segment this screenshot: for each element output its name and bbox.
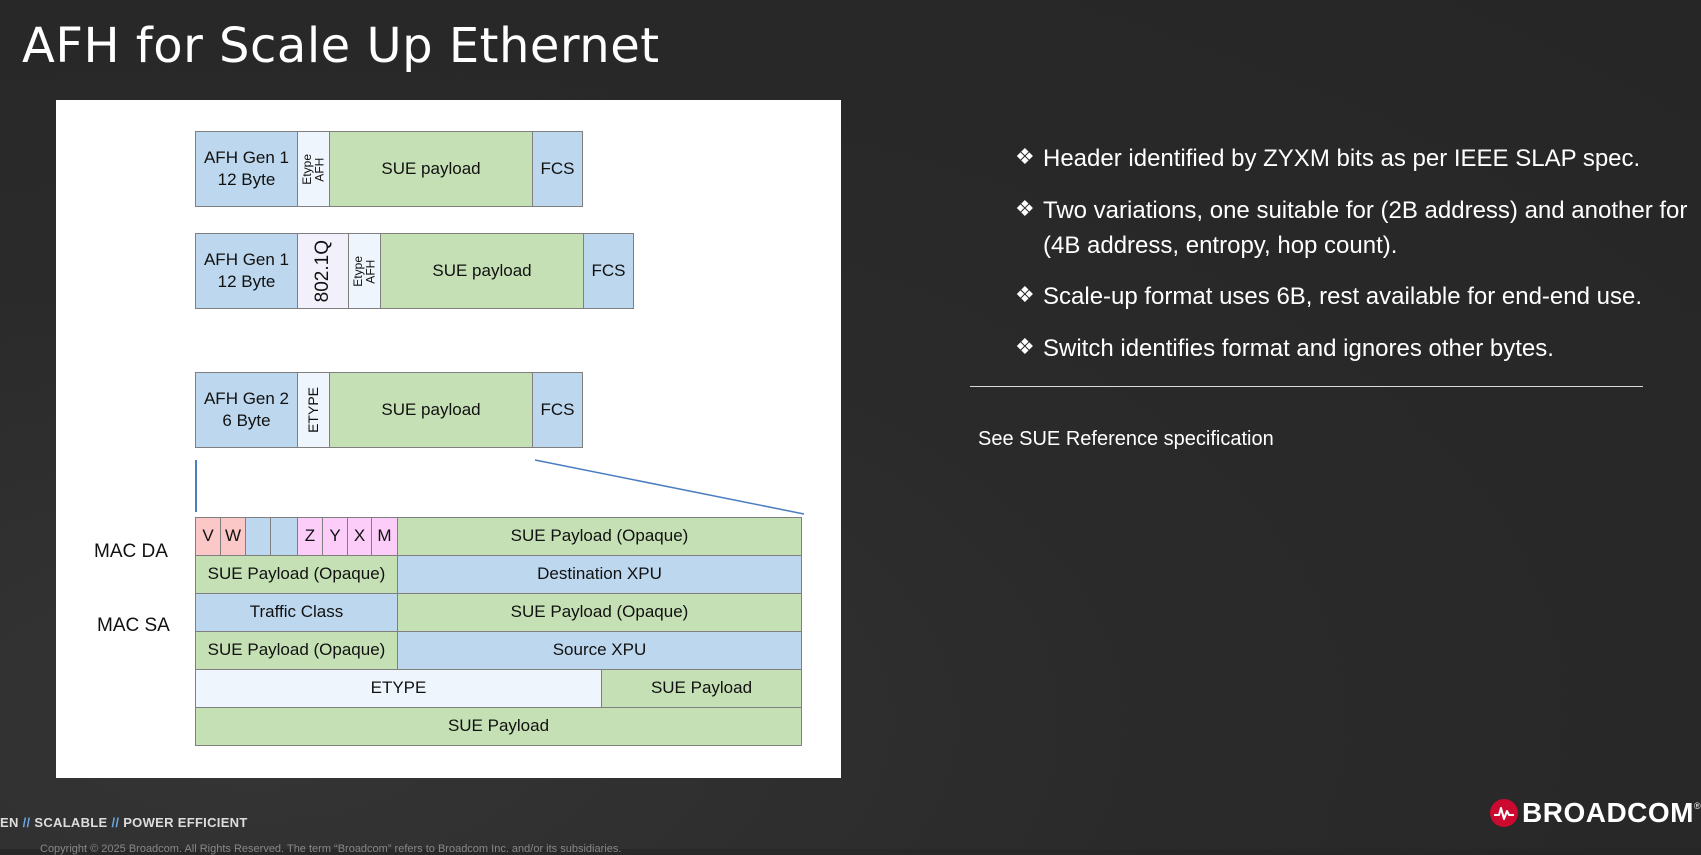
- bit-z-cell: Z: [297, 517, 323, 556]
- etype-label: ETYPE: [305, 387, 322, 433]
- afh-size: 12 Byte: [217, 272, 276, 291]
- afh-name: AFH Gen 1: [203, 249, 290, 269]
- traffic-class-cell: Traffic Class: [195, 593, 398, 632]
- logo-text: BROADCOM: [1522, 797, 1694, 828]
- destination-xpu-cell: Destination XPU: [397, 555, 802, 594]
- footer-tagline: EN // SCALABLE // POWER EFFICIENT: [0, 815, 248, 830]
- sue-payload-opaque-cell: SUE Payload (Opaque): [397, 593, 802, 632]
- afh-label: AFH: [312, 157, 327, 181]
- broadcom-logo: BROADCOM ®: [1490, 797, 1701, 829]
- bit-y-cell: Y: [322, 517, 348, 556]
- afh-name: AFH Gen 2: [203, 388, 290, 408]
- sue-payload-cell: SUE Payload: [601, 669, 802, 708]
- sue-payload-opaque-cell: SUE Payload (Opaque): [195, 555, 398, 594]
- mac-da-label: MAC DA: [94, 541, 168, 562]
- bit-v-cell: V: [195, 517, 221, 556]
- bit-cell: [270, 517, 298, 556]
- bullet-item: ❖ Scale-up format uses 6B, rest availabl…: [1015, 280, 1695, 315]
- afh-name: AFH Gen 1: [203, 147, 290, 167]
- bullet-diamond-icon: ❖: [1015, 144, 1035, 169]
- page-title: AFH for Scale Up Ethernet: [22, 18, 660, 74]
- afh-gen1-box: AFH Gen 1 12 Byte: [195, 131, 298, 207]
- bullet-text: Two variations, one suitable for (2B add…: [1043, 196, 1688, 259]
- afh-label: AFH: [363, 259, 378, 283]
- zoom-line-left: [195, 460, 197, 512]
- fcs-box: FCS: [532, 131, 583, 207]
- mac-sa-label: MAC SA: [97, 615, 170, 636]
- tagline-part: SCALABLE: [34, 815, 108, 830]
- bullet-diamond-icon: ❖: [1015, 195, 1035, 221]
- bullet-text: Switch identifies format and ignores oth…: [1043, 335, 1554, 363]
- tagline-part: POWER EFFICIENT: [123, 815, 248, 830]
- bullet-text: Scale-up format uses 6B, rest available …: [1043, 283, 1642, 311]
- tagline-separator: //: [22, 815, 31, 830]
- bit-m-cell: M: [371, 517, 398, 556]
- etype-cell: ETYPE: [195, 669, 602, 708]
- bullet-text: Header identified by ZYXM bits as per IE…: [1043, 145, 1641, 172]
- sue-payload-box: SUE payload: [329, 372, 533, 448]
- fcs-box: FCS: [583, 233, 634, 309]
- bullet-item: ❖ Two variations, one suitable for (2B a…: [1015, 194, 1695, 264]
- broadcom-pulse-icon: [1490, 799, 1518, 827]
- copyright-text: Copyright © 2025 Broadcom. All Rights Re…: [40, 843, 622, 855]
- fcs-box: FCS: [532, 372, 583, 448]
- sue-payload-opaque-cell: SUE Payload (Opaque): [195, 631, 398, 670]
- tagline-separator: //: [111, 815, 120, 830]
- sue-payload-opaque-cell: SUE Payload (Opaque): [397, 517, 802, 556]
- bullet-item: ❖ Header identified by ZYXM bits as per …: [1015, 142, 1695, 177]
- afh-gen1-box: AFH Gen 1 12 Byte: [195, 233, 298, 309]
- vlan-label: 802.1Q: [311, 239, 333, 303]
- afh-size: 12 Byte: [217, 170, 276, 189]
- reference-note: See SUE Reference specification: [978, 428, 1274, 450]
- bit-w-cell: W: [220, 517, 246, 556]
- registered-mark: ®: [1694, 801, 1701, 811]
- bit-cell: [245, 517, 271, 556]
- sue-payload-box: SUE payload: [380, 233, 584, 309]
- bit-x-cell: X: [347, 517, 372, 556]
- afh-gen2-box: AFH Gen 2 6 Byte: [195, 372, 298, 448]
- etype-box: ETYPE: [297, 372, 330, 448]
- vlan-802-1q-box: 802.1Q: [297, 233, 349, 309]
- bullet-diamond-icon: ❖: [1015, 334, 1035, 360]
- tagline-part: EN: [0, 815, 19, 830]
- sue-payload-cell: SUE Payload: [195, 707, 802, 746]
- bullet-list: ❖ Header identified by ZYXM bits as per …: [1015, 142, 1695, 384]
- source-xpu-cell: Source XPU: [397, 631, 802, 670]
- afh-size: 6 Byte: [222, 411, 271, 430]
- sue-payload-box: SUE payload: [329, 131, 533, 207]
- divider-line: [970, 386, 1643, 387]
- bullet-diamond-icon: ❖: [1015, 282, 1035, 308]
- bullet-item: ❖ Switch identifies format and ignores o…: [1015, 332, 1695, 367]
